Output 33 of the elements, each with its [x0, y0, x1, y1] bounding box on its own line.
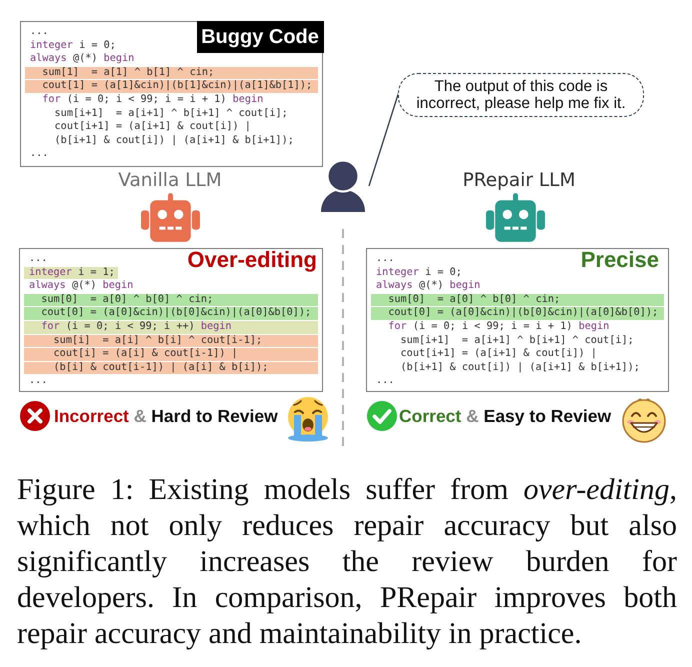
code-line: for (i = 0; i < 99; i = i + 1) begin [388, 321, 610, 334]
code-line: ... [30, 148, 48, 161]
code-line: (b[i+1] & cout[i]) | (a[i+1] & b[i+1]); [400, 362, 640, 374]
figure-caption: Figure 1: Existing models suffer from over-editing, which not only reduces repair accuracy but also significantly increases the review burden for developers. In comparison, PRepair improves both repair accuracy and maintainability in practice. [17, 472, 677, 652]
code-line: always @(*) begin [29, 280, 134, 293]
model-name: PRepair LLM [462, 170, 576, 192]
speech-bubble-tail [368, 92, 400, 186]
code-panel [20, 21, 323, 167]
code-line: sum[i+1] = a[i+1] ^ b[i+1] ^ cout[i]; [400, 334, 634, 348]
person-icon [320, 160, 366, 212]
panel-heading: Over-editing [187, 250, 317, 270]
code-line: for (i = 0; i < 99; i = i + 1) begin [42, 94, 264, 107]
code-line: ... [376, 253, 394, 266]
status-text: Correct & Easy to Review [399, 405, 612, 427]
code-line: cout[i+1] = (a[i+1] & cout[i]) | [400, 348, 597, 361]
code-line: always @(*) begin [30, 53, 134, 66]
code-line: ... [376, 375, 394, 388]
status-text: Incorrect & Hard to Review [54, 405, 278, 427]
code-line: (b[i+1] & cout[i]) | (a[i+1] & b[i+1]); [54, 134, 294, 148]
panel-title: Buggy Code [196, 20, 324, 52]
model-name: Vanilla LLM [118, 170, 222, 192]
code-panel [366, 248, 669, 392]
code-line: integer i = 0; [30, 40, 116, 52]
code-line: sum[i+1] = a[i+1] ^ b[i+1] ^ cout[i]; [54, 108, 288, 120]
code-panel [19, 248, 323, 392]
speech-bubble: The output of this code is incorrect, please help me fix it. [398, 73, 644, 117]
code-line: ... [29, 375, 48, 388]
code-line: cout[i+1] = (a[i+1] & cout[i]) | [54, 121, 251, 134]
code-line: always @(*) begin [376, 280, 480, 293]
panel-heading: Precise [580, 250, 659, 270]
code-line: ... [30, 26, 48, 39]
code-line: ... [29, 253, 48, 266]
code-line: integer i = 0; [376, 266, 462, 280]
